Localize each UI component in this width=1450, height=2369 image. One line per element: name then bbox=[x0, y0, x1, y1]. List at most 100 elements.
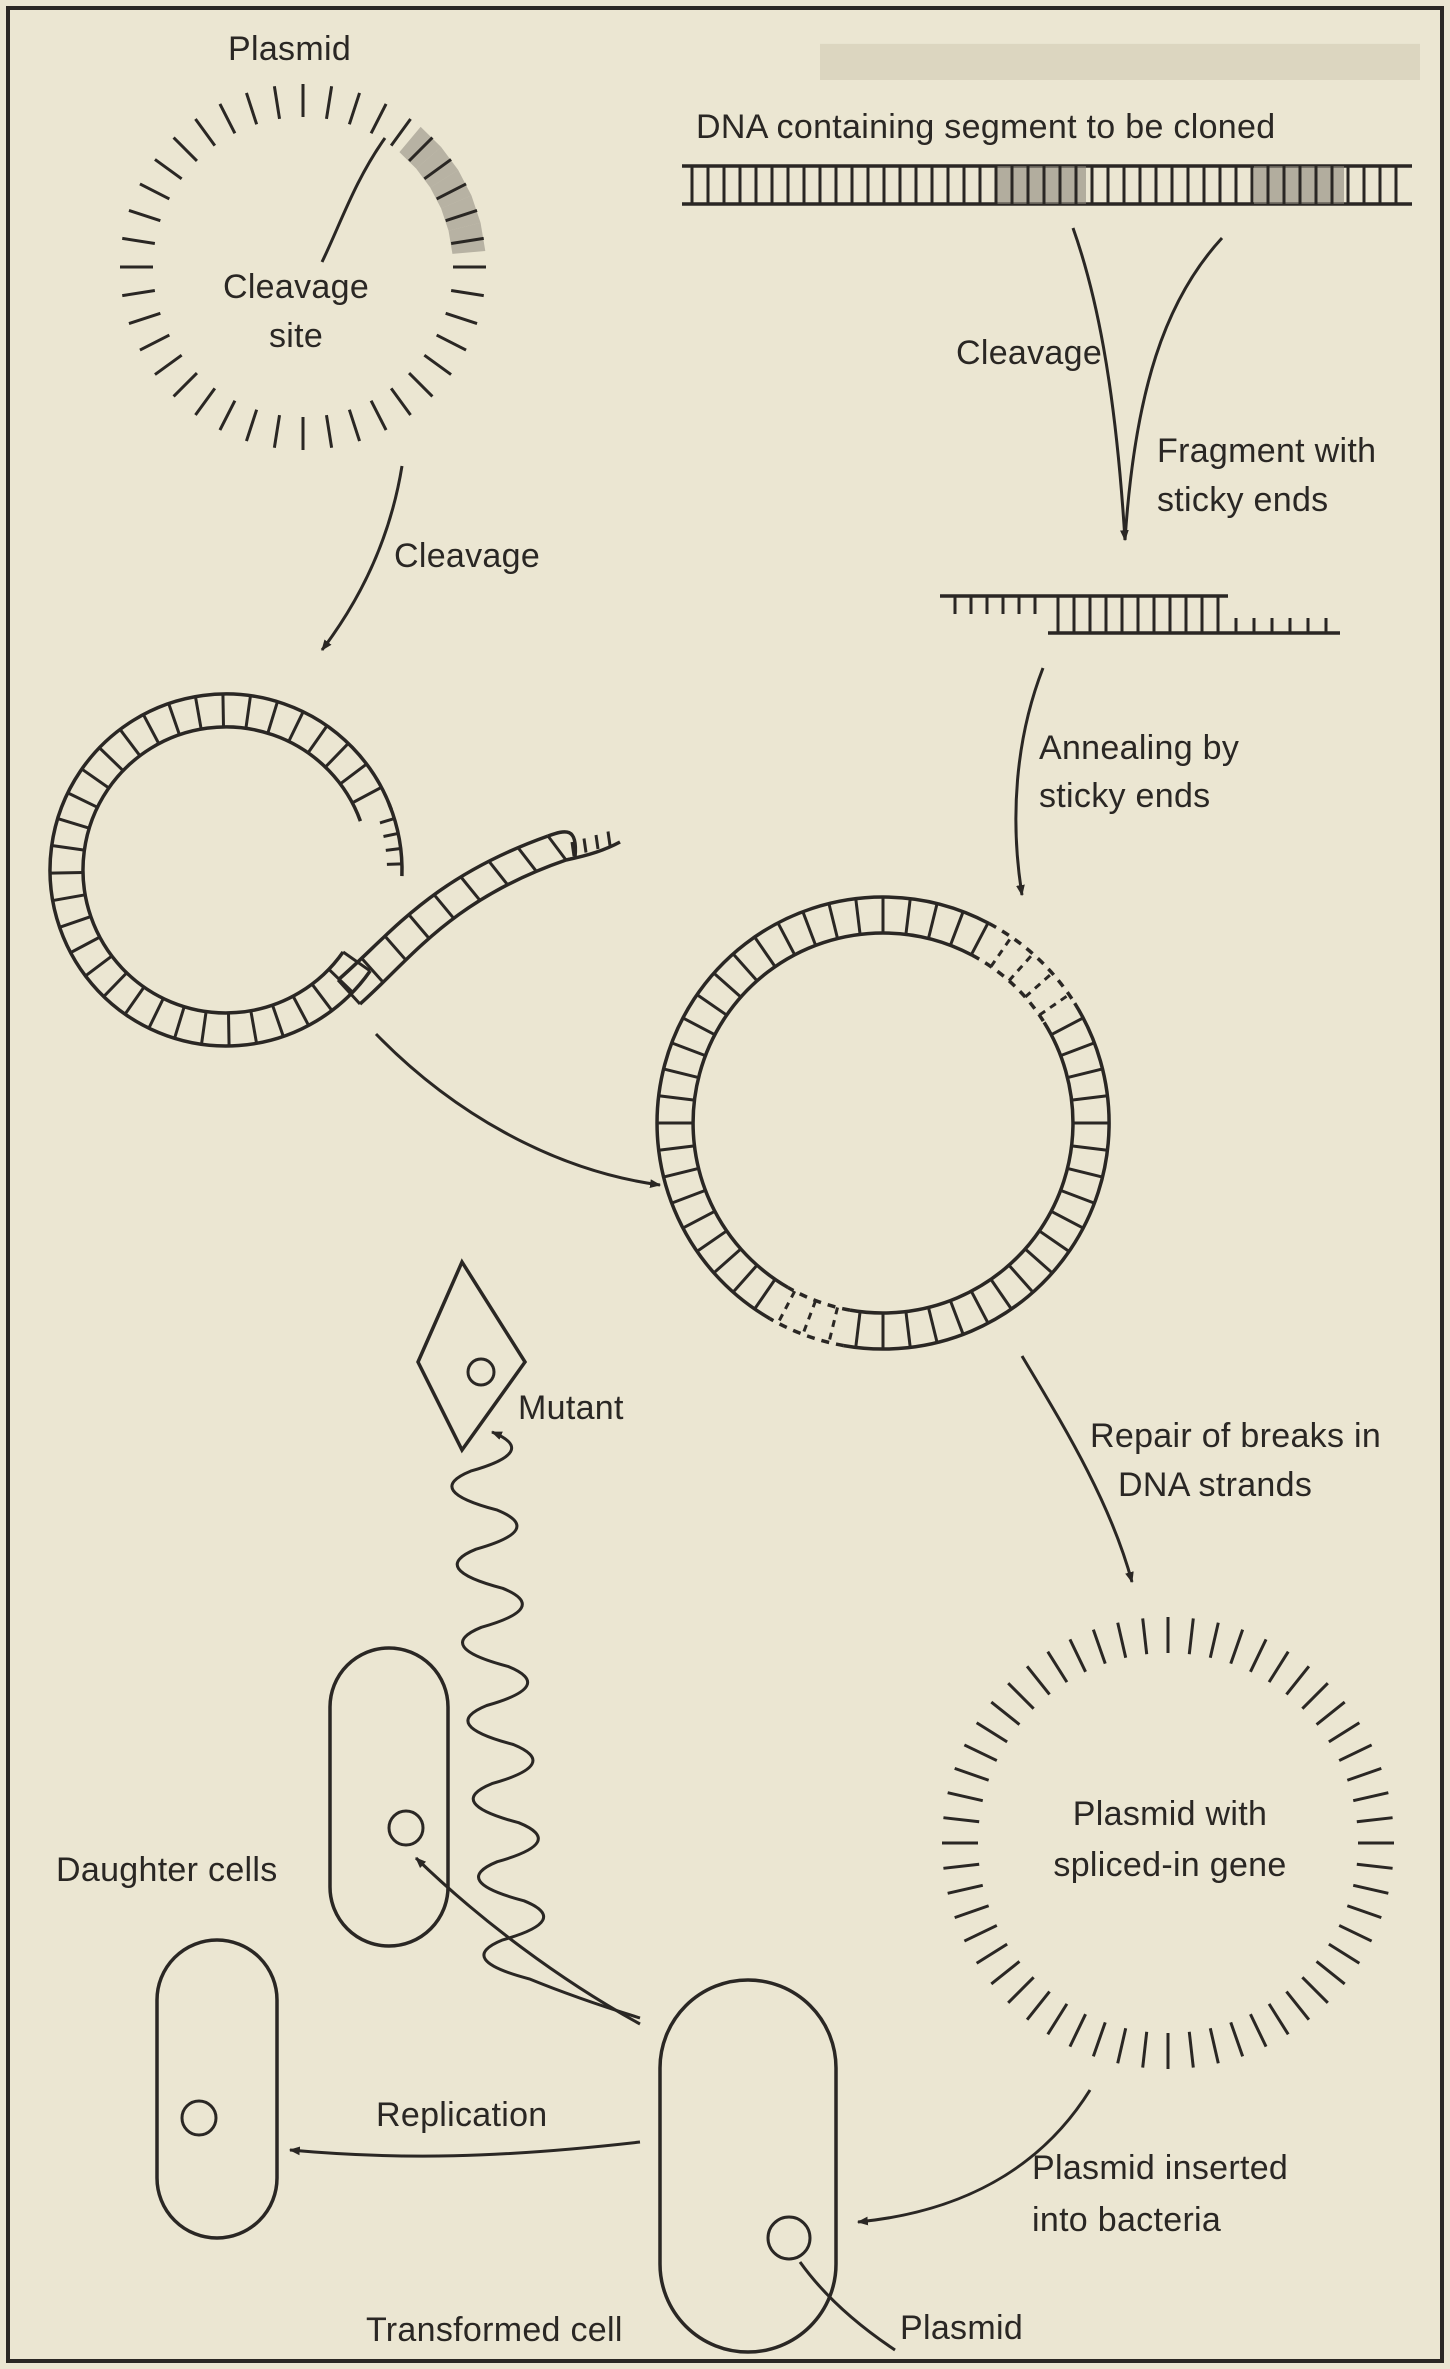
base-pair-rung bbox=[1009, 954, 1033, 981]
base-pair-rung bbox=[755, 937, 775, 967]
base-pair-rung bbox=[1061, 1043, 1095, 1056]
base-pair-rung bbox=[437, 335, 466, 350]
mutation-wavy-arrow bbox=[452, 1432, 640, 2018]
base-pair-rung bbox=[52, 846, 85, 851]
base-pair-rung bbox=[434, 895, 454, 919]
base-pair-rung bbox=[143, 715, 158, 744]
base-pair-rung bbox=[964, 1925, 996, 1941]
label-fragment-line1: Fragment with bbox=[1157, 427, 1376, 475]
base-pair-rung bbox=[325, 743, 348, 767]
arrow-cleavage-left bbox=[322, 466, 402, 650]
base-pair-rung bbox=[1070, 2014, 1086, 2046]
base-pair-rung bbox=[697, 1231, 727, 1251]
base-pair-rung bbox=[948, 1885, 983, 1893]
base-pair-rung bbox=[409, 373, 432, 396]
base-pair-rung bbox=[1347, 1768, 1381, 1780]
label-transformed-cell: Transformed cell bbox=[366, 2306, 623, 2354]
base-pair-rung bbox=[1027, 1666, 1049, 1694]
base-pair-rung bbox=[446, 313, 477, 323]
base-pair-rung bbox=[223, 694, 224, 727]
label-repair-line1: Repair of breaks in bbox=[1090, 1412, 1381, 1460]
label-dna-segment: DNA containing segment to be cloned bbox=[696, 103, 1275, 151]
base-pair-rung bbox=[943, 1818, 979, 1822]
base-pair-rung bbox=[1302, 1683, 1327, 1708]
base-pair-rung bbox=[991, 1279, 1011, 1309]
base-pair-rung bbox=[122, 238, 155, 243]
base-pair-rung bbox=[683, 1018, 715, 1035]
base-pair-rung bbox=[169, 704, 180, 735]
base-pair-rung bbox=[803, 1301, 816, 1335]
base-pair-rung bbox=[1302, 1977, 1327, 2002]
sticky-end-base bbox=[608, 832, 610, 846]
base-pair-rung bbox=[991, 1961, 1019, 1983]
label-inserted-line2: into bacteria bbox=[1032, 2196, 1221, 2244]
base-pair-rung bbox=[155, 355, 182, 374]
base-pair-rung bbox=[1353, 1793, 1388, 1801]
base-pair-rung bbox=[1189, 2032, 1193, 2068]
sticky-end-fragment bbox=[940, 596, 1340, 633]
dna-double-strand bbox=[682, 166, 1412, 204]
dna-inner-strand bbox=[338, 836, 548, 980]
base-pair-rung bbox=[1210, 1623, 1218, 1658]
base-pair-rung bbox=[1025, 1249, 1052, 1273]
label-plasmid: Plasmid bbox=[228, 25, 351, 73]
arrow-repair bbox=[1022, 1356, 1132, 1582]
base-pair-rung bbox=[140, 184, 169, 199]
base-pair-rung bbox=[246, 696, 251, 729]
base-pair-rung bbox=[991, 1702, 1019, 1724]
base-pair-rung bbox=[1048, 1652, 1067, 1682]
base-pair-rung bbox=[391, 119, 410, 146]
base-pair-rung bbox=[312, 984, 332, 1010]
base-pair-rung bbox=[1329, 1944, 1359, 1963]
base-pair-rung bbox=[220, 401, 235, 430]
base-pair-rung bbox=[1051, 1018, 1083, 1035]
dna-inner-strand-break bbox=[972, 955, 1044, 1022]
sticky-end-base bbox=[584, 839, 586, 853]
base-pair-rung bbox=[664, 1168, 699, 1177]
base-pair-rung bbox=[829, 1307, 838, 1342]
base-pair-rung bbox=[803, 912, 816, 946]
mutant-nucleus bbox=[468, 1359, 494, 1385]
daughter-cell-upper bbox=[330, 1648, 448, 1946]
base-pair-rung bbox=[977, 1944, 1007, 1963]
base-pair-rung bbox=[548, 836, 566, 860]
base-pair-rung bbox=[829, 904, 838, 939]
base-pair-rung bbox=[1072, 1146, 1108, 1150]
transformed-cell-plasmid bbox=[768, 2217, 810, 2259]
base-pair-rung bbox=[195, 119, 214, 146]
base-pair-rung bbox=[120, 729, 140, 755]
base-pair-rung bbox=[274, 86, 279, 119]
base-pair-rung bbox=[943, 1864, 979, 1868]
base-pair-rung bbox=[1250, 2014, 1266, 2046]
base-pair-rung bbox=[340, 764, 366, 784]
base-pair-rung bbox=[174, 373, 197, 396]
base-pair-rung bbox=[1118, 1623, 1126, 1658]
base-pair-rung bbox=[1269, 2004, 1288, 2034]
label-cleavage-left: Cleavage bbox=[394, 532, 540, 580]
base-pair-rung bbox=[246, 410, 256, 441]
base-pair-rung bbox=[293, 996, 308, 1025]
dna-inner-strand bbox=[850, 1022, 1073, 1313]
base-pair-rung bbox=[1286, 1666, 1308, 1694]
label-annealing-line2: sticky ends bbox=[1039, 772, 1210, 820]
dna-outer-strand-break bbox=[989, 924, 1075, 1004]
dna-outer-strand bbox=[844, 1003, 1109, 1349]
base-pair-rung bbox=[99, 748, 123, 771]
base-pair-rung bbox=[948, 1793, 983, 1801]
cleaved-plasmid-ring bbox=[50, 694, 620, 1046]
base-pair-rung bbox=[68, 793, 98, 807]
label-spliced-line2: spliced-in gene bbox=[1020, 1841, 1320, 1889]
base-pair-rung bbox=[391, 388, 410, 415]
dna-inner-strand-break bbox=[788, 1288, 850, 1311]
base-pair-rung bbox=[1317, 1961, 1345, 1983]
base-pair-rung bbox=[1357, 1818, 1393, 1822]
base-pair-rung bbox=[195, 697, 201, 729]
base-pair-rung bbox=[971, 923, 988, 955]
base-pair-rung bbox=[85, 956, 111, 976]
base-pair-rung bbox=[1027, 1992, 1049, 2020]
base-pair-rung bbox=[50, 872, 83, 873]
base-pair-rung bbox=[385, 936, 406, 960]
shaded-gene-segment bbox=[996, 166, 1086, 204]
base-pair-rung bbox=[308, 726, 327, 753]
base-pair-rung bbox=[672, 1043, 706, 1056]
